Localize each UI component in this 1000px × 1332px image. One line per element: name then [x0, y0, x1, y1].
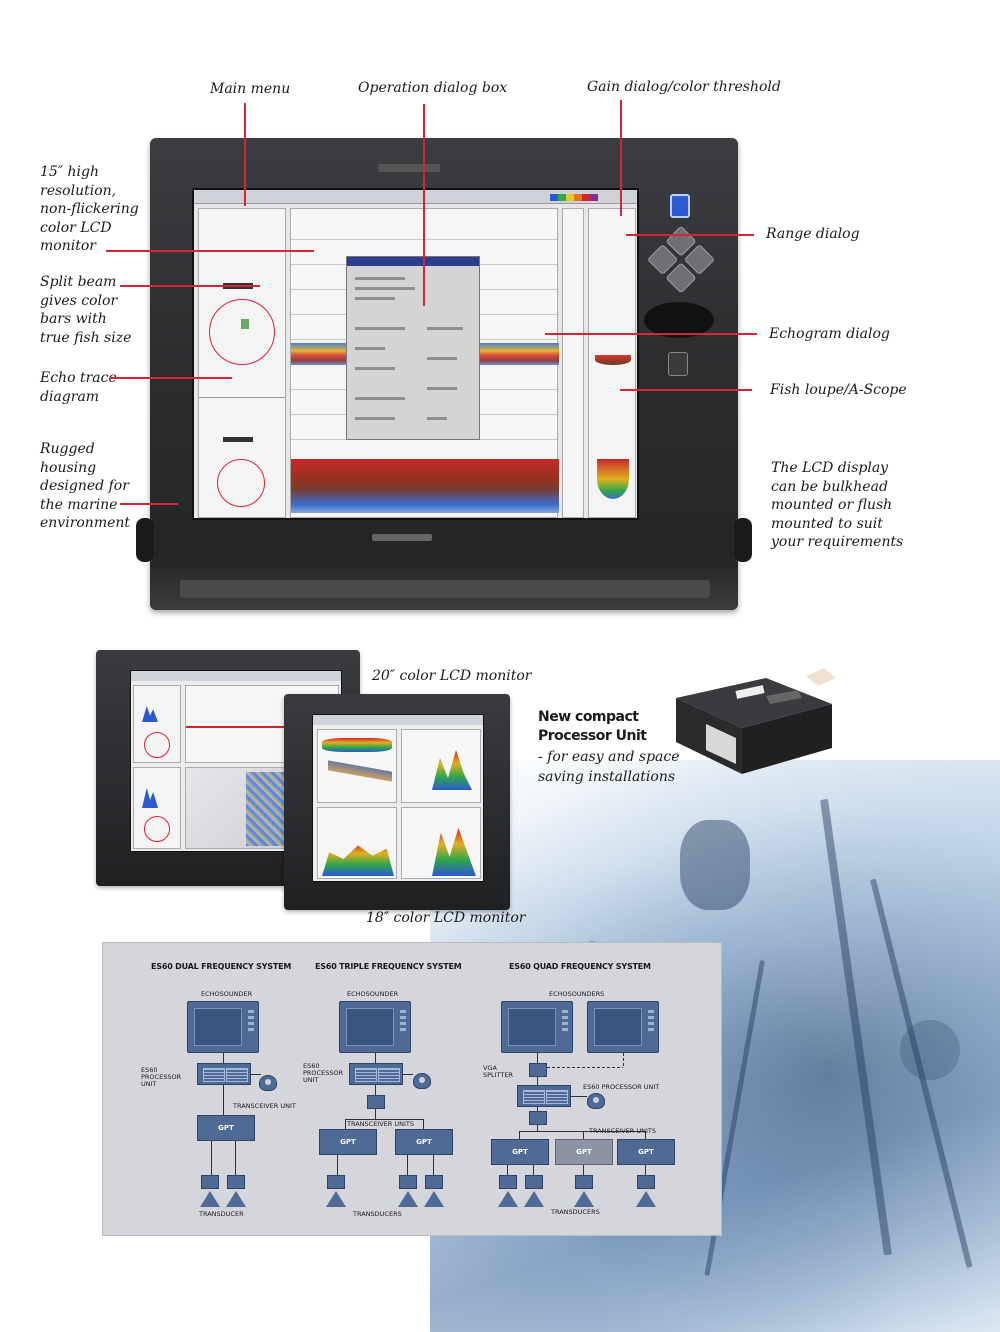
system-diagrams: ES60 DUAL FREQUENCY SYSTEM ECHOSOUNDER E…: [102, 942, 722, 1236]
fish-loupe-label: Fish loupe/A-Scope: [770, 382, 907, 398]
main-lcd-monitor: [136, 138, 752, 610]
dual-transducer-2: [226, 1191, 246, 1207]
split-beam-callout-line: [120, 285, 260, 287]
quad-echosounders-label: ECHOSOUNDERS: [549, 990, 605, 998]
quad-gpt-2: GPT: [555, 1139, 613, 1165]
monitor-screen: [192, 188, 639, 520]
quad-echosounder-monitor-2: [587, 1001, 659, 1053]
echogram-dialog-callout-line: [545, 333, 757, 335]
left-mount-knob: [136, 518, 154, 562]
trackball[interactable]: [644, 302, 714, 338]
lcd-monitor-callout-line: [106, 250, 314, 252]
monitor-18-caption: 18″ color LCD monitor: [366, 910, 526, 926]
operation-dialog-callout-line: [423, 104, 425, 306]
monitor-mounting-bracket: [150, 568, 738, 610]
quad-echosounder-monitor-1: [501, 1001, 573, 1053]
quad-transducer-2: [524, 1191, 544, 1207]
monitor-brand-plate: [378, 164, 440, 172]
dual-transceiver-label: TRANSCEIVER UNIT: [233, 1102, 296, 1110]
triple-system-title: ES60 TRIPLE FREQUENCY SYSTEM: [315, 962, 462, 971]
rugged-housing-callout-line: [120, 503, 178, 505]
echogram-dialog-label: Echogram dialog: [769, 326, 890, 342]
menu-button[interactable]: [668, 352, 688, 376]
triple-echosounder-monitor: [339, 1001, 411, 1053]
dual-gpt: GPT: [197, 1115, 255, 1141]
right-mount-knob: [734, 518, 752, 562]
fish-loupe-callout-line: [620, 389, 752, 391]
range-dialog-label: Range dialog: [766, 226, 860, 242]
range-dialog-callout-line: [626, 234, 754, 236]
control-button[interactable]: [670, 194, 690, 218]
dual-system-title: ES60 DUAL FREQUENCY SYSTEM: [151, 962, 292, 971]
triple-transducer-1: [326, 1191, 346, 1207]
quad-system-title: ES60 QUAD FREQUENCY SYSTEM: [509, 962, 651, 971]
dual-echosounder-label: ECHOSOUNDER: [201, 990, 253, 998]
dual-processor-unit: [197, 1063, 251, 1085]
dual-transducer-label: TRANSDUCER: [199, 1210, 244, 1218]
dual-trackball: [259, 1075, 277, 1091]
quad-transducer-3: [574, 1191, 594, 1207]
triple-transducers-label: TRANSDUCERS: [353, 1210, 402, 1218]
triple-processor-unit: [349, 1063, 403, 1085]
monitor-model-plate: [372, 534, 432, 541]
triple-gpt-1: GPT: [319, 1129, 377, 1155]
split-beam-panel: [198, 208, 286, 518]
processor-unit-image: [676, 668, 836, 774]
dual-echosounder-monitor: [187, 1001, 259, 1053]
quad-gpt-1: GPT: [491, 1139, 549, 1165]
quad-transducer-1: [498, 1191, 518, 1207]
triple-trackball: [413, 1073, 431, 1089]
quad-transducer-4: [636, 1191, 656, 1207]
main-menu-label: Main menu: [210, 81, 291, 97]
triple-gpt-2: GPT: [395, 1129, 453, 1155]
triple-transceiver-label: TRANSCEIVER UNITS: [347, 1120, 414, 1128]
quad-gpt-3: GPT: [617, 1139, 675, 1165]
screen-menu-bar: [194, 190, 637, 204]
quad-transceivers-label: TRANSCEIVER UNITS: [589, 1127, 656, 1135]
operation-dialog-label: Operation dialog box: [358, 80, 508, 96]
triple-transducer-2: [398, 1191, 418, 1207]
a-scope-panel: [588, 208, 636, 518]
triple-transducer-3: [424, 1191, 444, 1207]
quad-transducers-label: TRANSDUCERS: [551, 1208, 600, 1216]
color-threshold-strip: [562, 208, 584, 518]
quad-processor-unit: [517, 1085, 571, 1107]
triple-echosounder-label: ECHOSOUNDER: [347, 990, 399, 998]
quad-processor-label: ES60 PROCESSOR UNIT: [583, 1083, 660, 1091]
echo-trace-callout-line: [110, 377, 232, 379]
gain-dialog-label: Gain dialog/color threshold: [587, 79, 781, 95]
gain-dialog-callout-line: [620, 100, 622, 216]
quad-trackball: [587, 1093, 605, 1109]
quad-vga-splitter: [529, 1063, 547, 1077]
navigation-pad[interactable]: [646, 225, 717, 297]
operation-dialog-box: [346, 256, 480, 440]
dual-transducer-1: [200, 1191, 220, 1207]
main-menu-callout-line: [244, 103, 246, 206]
monitor-18-inch: [284, 694, 510, 910]
monitor-20-caption: 20″ color LCD monitor: [372, 668, 532, 684]
